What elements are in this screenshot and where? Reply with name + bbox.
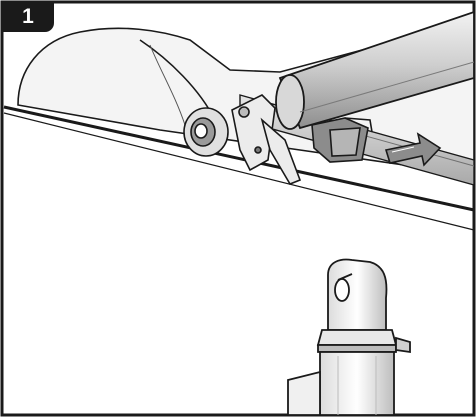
- base-edge-line: [3, 105, 475, 212]
- step-number-badge: 1: [2, 2, 54, 32]
- boom-tube: [275, 10, 475, 130]
- right-arrow-icon: [384, 132, 442, 167]
- lower-post-part: [287, 258, 411, 416]
- lever-bracket: [231, 94, 302, 185]
- base-edge-line-lower: [3, 112, 475, 231]
- roller-hub: [183, 107, 229, 157]
- slider-clip: [311, 117, 373, 163]
